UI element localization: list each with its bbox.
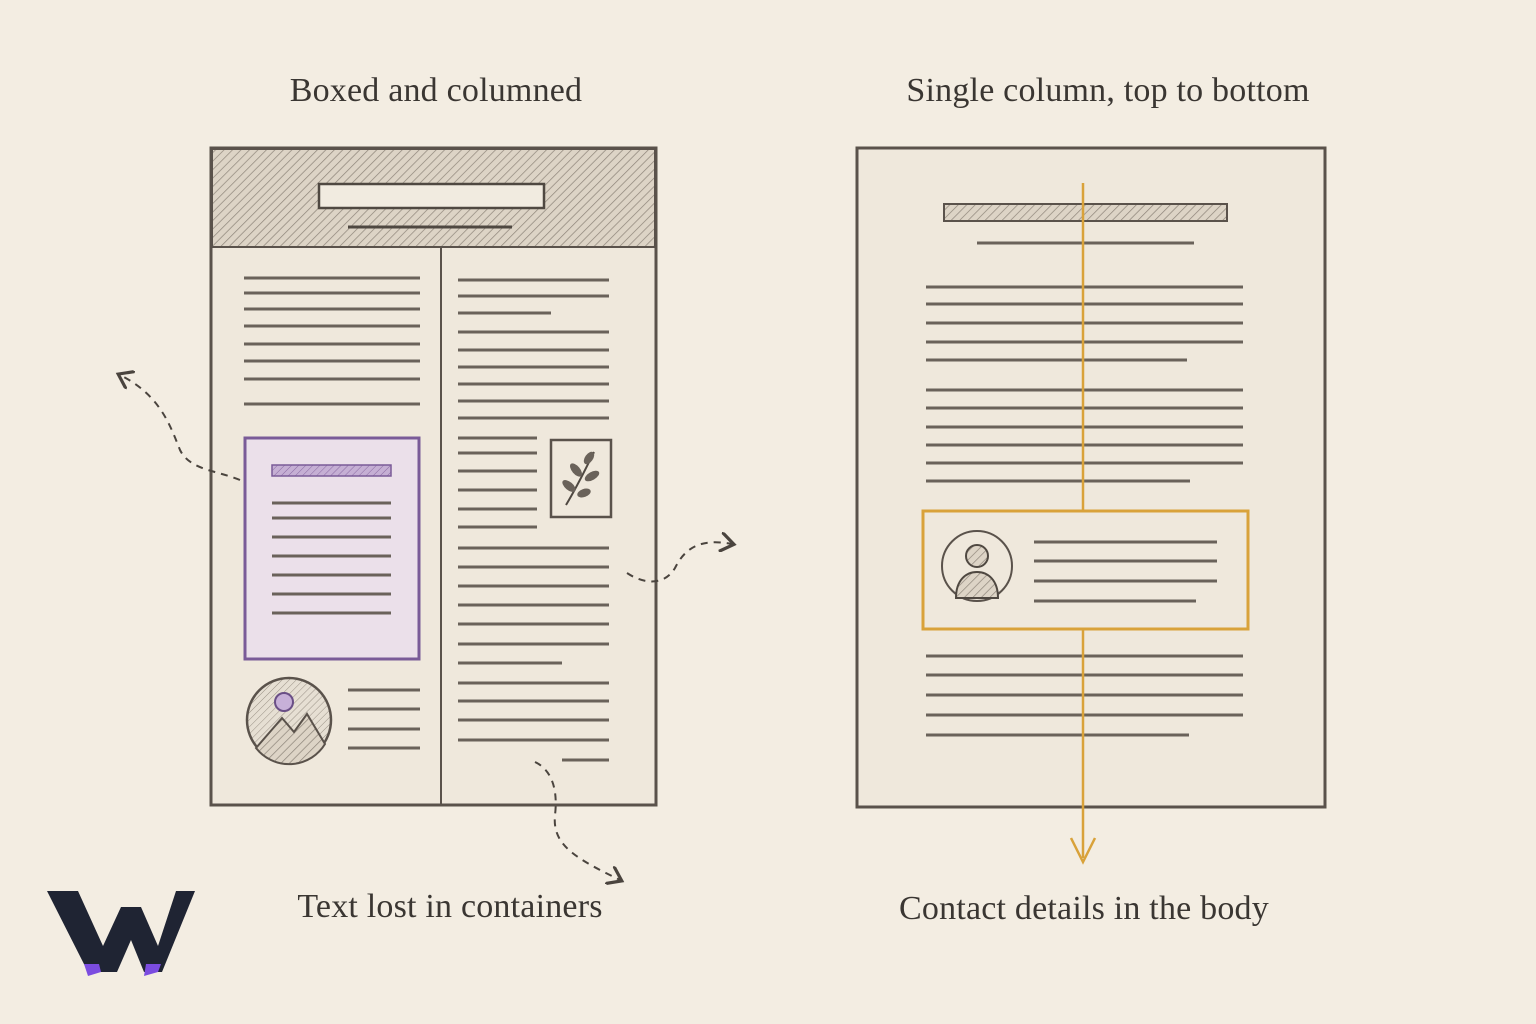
landscape-image-icon — [245, 676, 333, 766]
left-panel-title: Boxed and columned — [289, 72, 583, 109]
single-column-text — [926, 285, 1243, 737]
dashed-arrow-right — [626, 542, 732, 583]
left-column-text — [244, 276, 420, 406]
left-panel-caption: Text lost in containers — [297, 888, 603, 925]
image-caption-text — [348, 688, 420, 750]
single-column-document — [855, 146, 1327, 865]
boxed-columned-document — [209, 146, 658, 807]
right-panel-title: Single column, top to bottom — [906, 72, 1310, 109]
leaf-icon — [549, 438, 613, 519]
sidebar-box-text — [272, 501, 391, 615]
person-avatar-icon — [941, 530, 1013, 602]
sidebar-box-heading — [271, 464, 392, 477]
header-title-box — [317, 182, 546, 210]
dashed-arrow-bottom — [534, 761, 620, 880]
right-page-frame — [855, 146, 1327, 809]
right-title-bar — [943, 203, 1228, 222]
right-panel-caption: Contact details in the body — [899, 890, 1269, 927]
right-column-text — [458, 278, 609, 762]
contact-details-text — [1034, 540, 1217, 603]
flow-arrow-head — [1069, 837, 1097, 865]
logo-w-icon — [47, 891, 195, 976]
dashed-arrow-left — [120, 375, 241, 481]
